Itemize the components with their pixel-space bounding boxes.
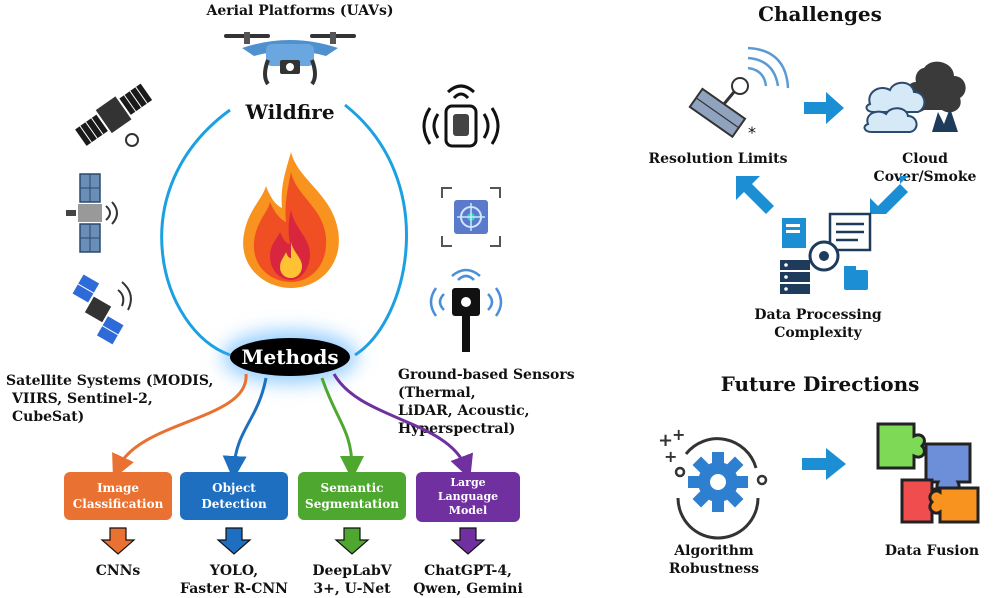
output-line2: Qwen, Gemini (413, 581, 523, 597)
future-label-line1: Algorithm (674, 543, 754, 559)
output-line1: CNNs (95, 563, 141, 579)
down-arrow-orange (100, 527, 136, 555)
method-output-object-detection: YOLO, Faster R-CNN (172, 562, 296, 598)
method-output-llm: ChatGPT-4, Qwen, Gemini (410, 562, 526, 598)
output-line2: 3+, U-Net (313, 581, 391, 597)
challenge-data-processing: Data Processing Complexity (736, 306, 900, 342)
gear-icon: + + + (658, 425, 768, 540)
arrow-up-left-icon (736, 176, 774, 214)
satellite-signal-icon: * (688, 46, 790, 142)
arrow-right-icon-future (802, 448, 846, 480)
output-line1: YOLO, (209, 563, 259, 579)
satellite-icon (75, 83, 153, 147)
method-label-line2: Language (437, 490, 499, 503)
method-label-line2: Detection (201, 497, 267, 511)
satellite-dish-icon (72, 274, 132, 345)
method-label-line2: Segmentation (305, 497, 399, 511)
svg-text:+: + (658, 430, 673, 451)
future-directions-title: Future Directions (720, 372, 920, 396)
challenge-cloud-cover: Cloud Cover/Smoke (873, 151, 977, 185)
method-label-line1: Large (450, 476, 486, 489)
satellite-label-line1: Satellite Systems (MODIS, (6, 373, 214, 389)
arrow-down-left-icon (870, 176, 908, 214)
challenge-resolution-limits: Resolution Limits (648, 151, 788, 167)
satellite-panel-icon (66, 173, 118, 253)
connector-semantic-segmentation (320, 377, 364, 480)
target-camera-icon (441, 187, 501, 247)
down-arrow-green (334, 527, 370, 555)
output-line1: ChatGPT-4, (424, 563, 512, 579)
method-output-semantic-segmentation: DeepLabV 3+, U-Net (298, 562, 406, 598)
challenges-title: Challenges (758, 2, 882, 26)
future-data-fusion: Data Fusion (884, 543, 980, 559)
challenge-label-line2: Complexity (774, 325, 862, 341)
method-label-line3: Model (448, 504, 488, 517)
output-line1: DeepLabV (312, 563, 392, 579)
aerial-platforms-label: Aerial Platforms (UAVs) (206, 3, 394, 19)
fire-icon (243, 152, 339, 288)
output-line2: Faster R-CNN (180, 581, 288, 597)
connector-image-classification (112, 373, 248, 479)
arrow-right-icon (804, 92, 844, 124)
data-server-icon (780, 212, 872, 294)
connector-object-detection (222, 377, 268, 480)
method-output-image-classification: CNNs (68, 562, 168, 580)
methods-node: Methods (230, 338, 350, 376)
svg-text:+: + (664, 447, 677, 466)
ground-label-line1: Ground-based Sensors (Thermal, (398, 367, 575, 401)
satellite-label-line2: VIIRS, Sentinel-2, CubeSat) (12, 391, 153, 425)
satellite-systems-label: Satellite Systems (MODIS, VIIRS, Sentine… (6, 372, 226, 426)
method-label-line1: Object (212, 481, 256, 495)
future-label-line2: Robustness (668, 561, 760, 577)
wildfire-label: Wildfire (245, 100, 335, 124)
svg-text:*: * (748, 123, 756, 142)
down-arrow-blue (216, 527, 252, 555)
svg-text:+: + (672, 425, 685, 444)
future-algorithm-robustness: Algorithm Robustness (654, 542, 774, 578)
method-label-line2: Classification (72, 497, 164, 511)
thermal-probe-icon (429, 268, 503, 352)
method-label-line1: Semantic (320, 481, 384, 495)
drone-icon (224, 32, 356, 86)
ground-sensors-label: Ground-based Sensors (Thermal, LiDAR, Ac… (398, 366, 638, 438)
challenge-label-line1: Data Processing (754, 307, 882, 323)
down-arrow-purple (450, 527, 486, 555)
method-label-line1: Image (96, 481, 140, 495)
puzzle-icon (876, 422, 980, 524)
cloud-smoke-icon (863, 61, 966, 133)
connector-llm (332, 373, 473, 480)
wireless-sensor-icon (422, 84, 500, 148)
